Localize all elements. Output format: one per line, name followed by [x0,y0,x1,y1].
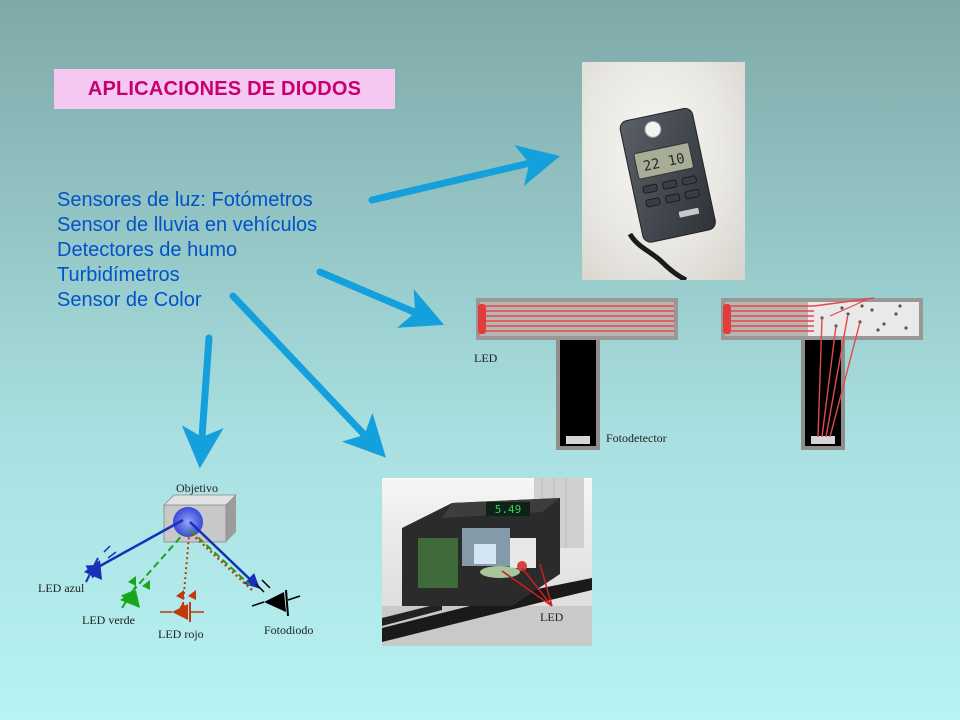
led-sensor-photo: 5.49 LED [382,478,592,646]
photodiode-icon [251,579,301,617]
red-led-icon [160,590,204,622]
led-label: LED [474,351,498,365]
arrow-to-light-meter [368,145,561,204]
target-label: Objetivo [176,481,218,495]
led-sensor-illustration: 5.49 LED [382,478,592,646]
arrow-to-smoke-detector [316,268,445,328]
display-readout: 5.49 [495,503,522,516]
blue-led-label: LED azul [38,581,85,595]
slide-title: APLICACIONES DE DIODOS [54,69,395,109]
blue-led-icon [84,545,117,583]
applications-list: Sensores de luz: Fotómetros Sensor de ll… [57,188,317,313]
list-item: Sensor de lluvia en vehículos [57,214,318,236]
red-led-label: LED rojo [158,627,204,641]
list-item: Sensor de Color [57,289,202,311]
photodetector-label: Fotodetector [606,431,667,445]
pointer-arrows [181,145,561,469]
smoke-detector-smoke [721,297,923,450]
arrow-to-led-sensor [229,292,387,458]
smoke-detector-clear: LED Fotodetector [474,298,678,450]
led-callout-label: LED [540,610,564,624]
light-meter-illustration: 22 10 [619,107,716,280]
list-item: Detectores de humo [57,239,238,261]
color-sensor-diagram: Objetivo LED azul LED verde [38,481,313,641]
photodiode-label: Fotodiodo [264,623,313,637]
arrow-to-color-sensor [181,334,224,469]
sensing-spot [173,507,203,537]
green-led-icon [120,576,150,609]
list-item: Sensores de luz: Fotómetros [57,189,313,211]
light-meter-photo: 22 10 [582,62,745,280]
green-led-label: LED verde [82,613,135,627]
list-item: Turbidímetros [57,264,180,286]
